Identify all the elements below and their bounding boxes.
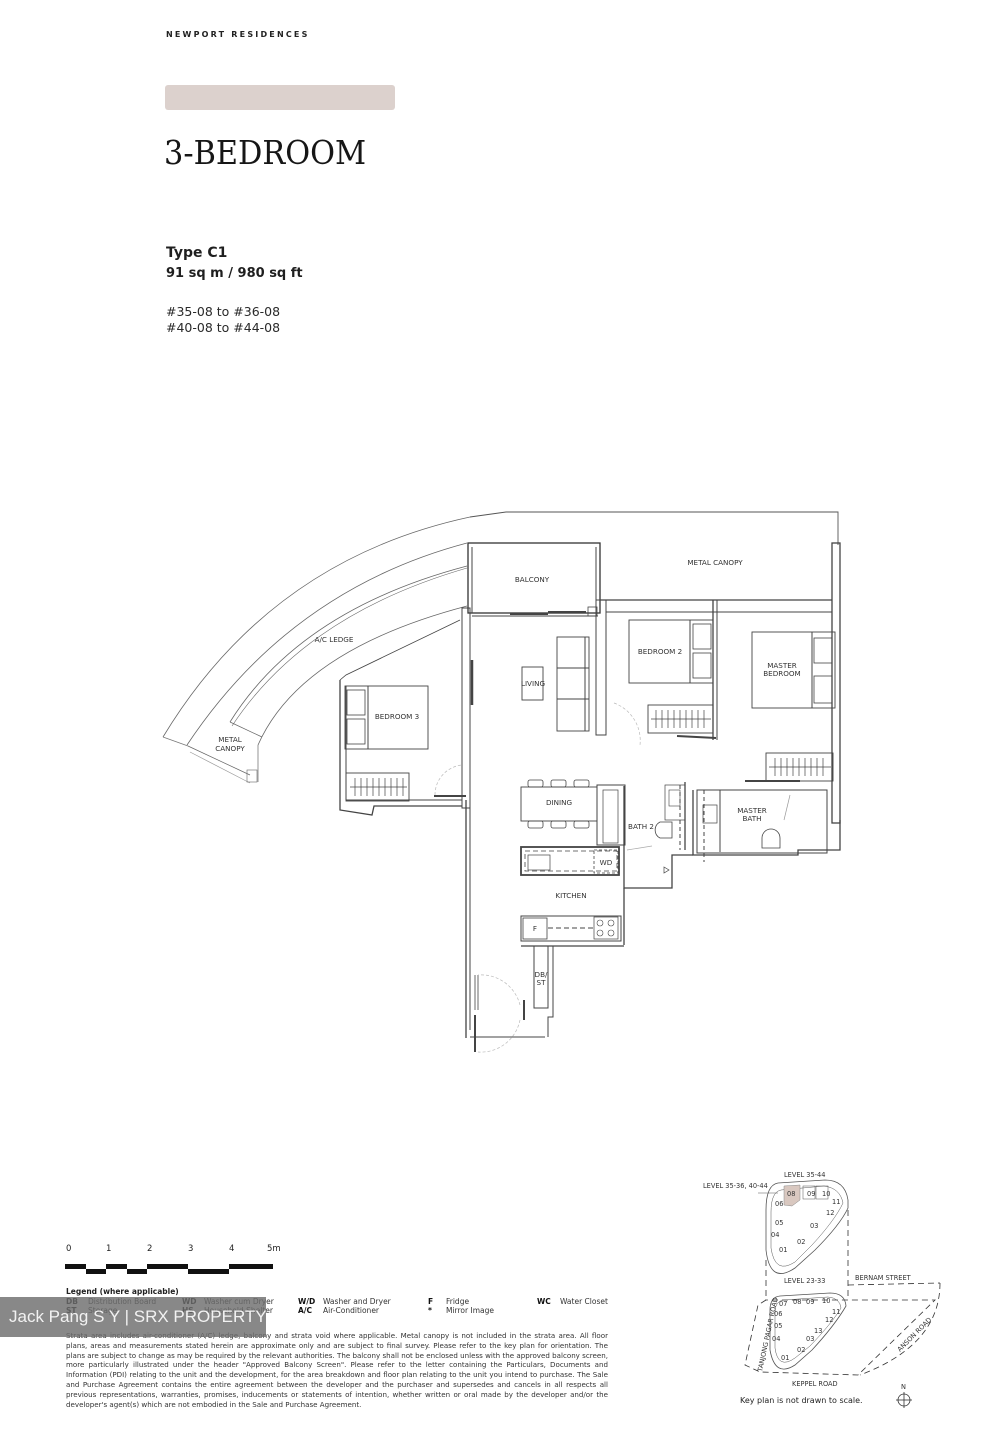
unit-range: #40-08 to #44-08	[166, 320, 281, 335]
tag-bar	[165, 85, 395, 110]
svg-text:01: 01	[779, 1246, 787, 1254]
svg-text:11: 11	[832, 1198, 840, 1206]
svg-text:12: 12	[825, 1316, 833, 1324]
unit-type: Type C1	[166, 245, 228, 261]
key-plan-note: Key plan is not drawn to scale.	[740, 1396, 863, 1405]
svg-text:02: 02	[797, 1346, 805, 1354]
svg-text:08: 08	[793, 1298, 801, 1306]
watermark: Jack Pang S Y | SRX PROPERTY	[0, 1297, 267, 1337]
scale-tick: 1	[106, 1244, 112, 1254]
legend-title: Legend (where applicable)	[66, 1287, 179, 1296]
svg-text:05: 05	[775, 1219, 783, 1227]
scale-bar-graphic	[65, 1264, 273, 1274]
svg-text:10: 10	[822, 1190, 830, 1198]
svg-text:BERNAM STREET: BERNAM STREET	[855, 1274, 912, 1282]
svg-text:09: 09	[807, 1190, 815, 1198]
svg-text:07: 07	[779, 1300, 787, 1308]
svg-text:06: 06	[775, 1200, 783, 1208]
svg-text:13: 13	[814, 1327, 822, 1335]
svg-text:04: 04	[771, 1231, 779, 1239]
unit-ranges: #35-08 to #36-08 #40-08 to #44-08	[166, 304, 280, 336]
scale-tick: 4	[229, 1244, 235, 1254]
svg-text:01: 01	[781, 1354, 789, 1362]
scale-tick: 0	[66, 1244, 72, 1254]
scale-tick: 2	[147, 1244, 153, 1254]
svg-text:10: 10	[822, 1297, 830, 1305]
unit-area: 91 sq m / 980 sq ft	[166, 266, 303, 281]
svg-text:N: N	[901, 1383, 906, 1391]
svg-text:ANSON ROAD: ANSON ROAD	[896, 1316, 934, 1354]
svg-text:03: 03	[810, 1222, 818, 1230]
svg-text:LEVEL 23-33: LEVEL 23-33	[784, 1277, 825, 1285]
svg-text:LEVEL 35-36, 40-44: LEVEL 35-36, 40-44	[703, 1182, 768, 1190]
scale-tick: 3	[188, 1244, 194, 1254]
disclaimer-text: Strata area includes air-conditioner (A/…	[66, 1331, 608, 1409]
svg-text:06: 06	[774, 1310, 782, 1318]
svg-text:09: 09	[806, 1298, 814, 1306]
svg-text:02: 02	[797, 1238, 805, 1246]
legend-item: *Mirror Image	[428, 1306, 494, 1315]
svg-text:LEVEL 35-44: LEVEL 35-44	[784, 1171, 825, 1179]
svg-text:04: 04	[772, 1335, 780, 1343]
svg-text:KEPPEL ROAD: KEPPEL ROAD	[792, 1380, 838, 1388]
page-title: 3-BEDROOM	[164, 133, 367, 172]
brand-name: NEWPORT RESIDENCES	[166, 30, 310, 39]
svg-text:05: 05	[774, 1322, 782, 1330]
scale-tick: 5m	[267, 1244, 281, 1254]
svg-text:08: 08	[787, 1190, 795, 1198]
unit-range: #35-08 to #36-08	[166, 304, 281, 319]
svg-text:03: 03	[806, 1335, 814, 1343]
svg-text:12: 12	[826, 1209, 834, 1217]
scale-bar: 0 1 2 3 4 5m	[60, 1244, 290, 1280]
svg-text:11: 11	[832, 1308, 840, 1316]
